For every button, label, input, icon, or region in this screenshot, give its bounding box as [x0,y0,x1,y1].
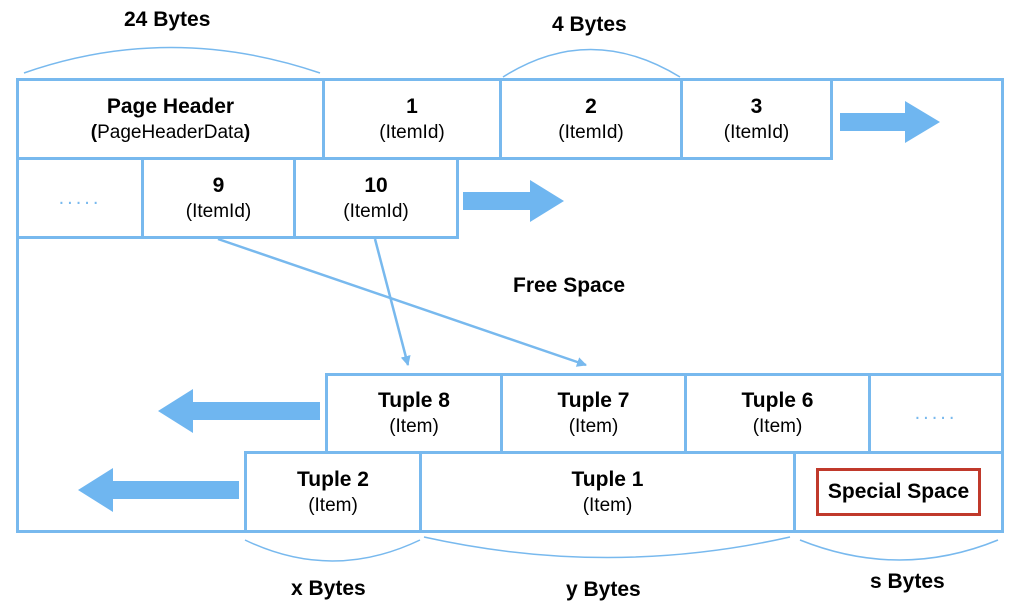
itemid-number: 1 [406,94,418,118]
header-size-brace [23,46,321,74]
tuple-name: Tuple 8 [378,389,450,412]
tuple-type: (Item) [568,416,619,437]
s-bytes-brace [799,539,999,561]
header-size-label: 24 Bytes [124,8,211,31]
itemid-ellipsis-cell: ..... [16,157,144,239]
tuple-cell: Tuple 6 (Item) [684,373,871,454]
close-paren: ) [243,121,251,143]
tuple-cell: Tuple 2 (Item) [244,451,422,533]
free-space-label: Free Space [513,274,626,297]
itemid-type: (ItemId) [185,200,252,222]
itemid-type: (ItemId) [379,121,445,143]
page-header-title: Page Header [106,94,235,118]
itemid-cell: 3 (ItemId) [680,78,833,160]
tuple-name: Tuple 2 [297,467,369,491]
itemid-number: 10 [364,173,388,197]
itemid-number: 9 [212,173,225,197]
tuple-cell: Tuple 8 (Item) [325,373,503,454]
tuple-type: (Item) [752,416,803,437]
tuple-type: (Item) [308,494,358,516]
page-header-struct: (PageHeaderData) [91,120,250,146]
x-bytes-label: x Bytes [291,577,366,600]
special-space-cell: Special Space [793,451,1004,533]
itemid-number: 3 [750,94,763,118]
tuple-cell: Tuple 1 (Item) [419,451,796,533]
tuple-ellipsis-cell: ..... [868,373,1004,454]
y-bytes-label: y Bytes [566,578,641,601]
itemid-size-brace [502,48,681,78]
page-header-struct-name: PageHeaderData [97,121,244,143]
itemid-cell: 10 (ItemId) [293,157,459,239]
page-header-cell: Page Header (PageHeaderData) [16,78,325,160]
tuple-cell: Tuple 7 (Item) [500,373,687,454]
ellipsis: ..... [58,186,102,209]
itemid-cell: 9 (ItemId) [141,157,296,239]
open-paren: ( [90,121,98,143]
itemid-cell: 2 (ItemId) [499,78,683,160]
s-bytes-label: s Bytes [870,570,945,593]
tuple-name: Tuple 7 [557,389,630,412]
itemid-size-label: 4 Bytes [552,13,627,36]
x-bytes-brace [244,539,421,562]
special-space-label: Special Space [815,468,982,516]
itemid-cell: 1 (ItemId) [322,78,502,160]
tuple-name: Tuple 6 [741,389,814,412]
itemid-number: 2 [585,94,597,118]
tuple-name: Tuple 1 [571,467,644,491]
ellipsis: ..... [914,402,958,424]
y-bytes-brace [423,536,791,559]
tuple-type: (Item) [389,416,439,437]
tuple-type: (Item) [582,494,633,516]
itemid-type: (ItemId) [343,200,409,222]
itemid-type: (ItemId) [558,121,624,143]
itemid-type: (ItemId) [723,121,790,143]
